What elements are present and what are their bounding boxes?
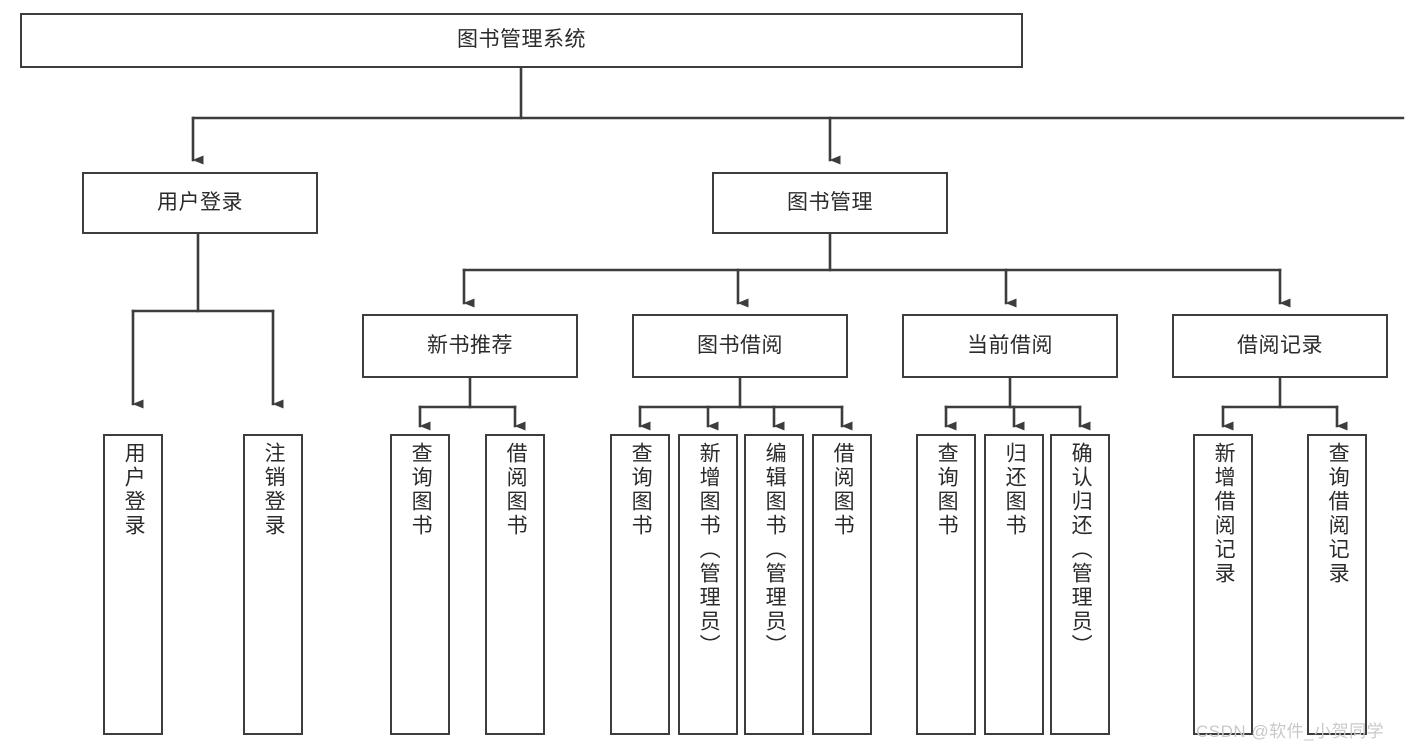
node-leaf-current-borrow-confirm-label: 确认归还（管理员）: [1069, 442, 1093, 658]
node-leaf-current-borrow-confirm[interactable]: 确认归还（管理员）: [1050, 434, 1110, 735]
node-leaf-book-borrow-add[interactable]: 新增图书（管理员）: [678, 434, 738, 735]
node-leaf-current-borrow-query-label: 查询图书: [935, 442, 959, 538]
node-current-borrow-label: 当前借阅: [967, 333, 1053, 357]
node-leaf-book-borrow-query-label: 查询图书: [629, 442, 653, 538]
node-user-login[interactable]: 用户登录: [82, 172, 318, 234]
node-book-borrow-label: 图书借阅: [697, 333, 783, 357]
node-book-management[interactable]: 图书管理: [712, 172, 948, 234]
node-borrow-records[interactable]: 借阅记录: [1172, 314, 1388, 378]
node-leaf-new-book-query[interactable]: 查询图书: [390, 434, 450, 735]
node-book-borrow[interactable]: 图书借阅: [632, 314, 848, 378]
node-leaf-new-book-borrow[interactable]: 借阅图书: [485, 434, 545, 735]
node-leaf-user-login-signout[interactable]: 注销登录: [243, 434, 303, 735]
node-leaf-book-borrow-borrow-label: 借阅图书: [831, 442, 855, 538]
node-leaf-book-borrow-borrow[interactable]: 借阅图书: [812, 434, 872, 735]
node-book-management-label: 图书管理: [787, 190, 873, 214]
node-leaf-book-borrow-edit[interactable]: 编辑图书（管理员）: [744, 434, 804, 735]
node-leaf-user-login-signin-label: 用户登录: [122, 442, 146, 538]
node-leaf-new-book-query-label: 查询图书: [409, 442, 433, 538]
node-leaf-book-borrow-add-label: 新增图书（管理员）: [697, 442, 721, 658]
node-leaf-borrow-records-query[interactable]: 查询借阅记录: [1307, 434, 1367, 735]
node-new-book-recommend[interactable]: 新书推荐: [362, 314, 578, 378]
node-leaf-borrow-records-add[interactable]: 新增借阅记录: [1193, 434, 1253, 735]
node-leaf-new-book-borrow-label: 借阅图书: [504, 442, 528, 538]
node-leaf-current-borrow-query[interactable]: 查询图书: [916, 434, 976, 735]
node-leaf-current-borrow-return[interactable]: 归还图书: [984, 434, 1044, 735]
node-leaf-current-borrow-return-label: 归还图书: [1003, 442, 1027, 538]
node-leaf-book-borrow-query[interactable]: 查询图书: [610, 434, 670, 735]
node-leaf-user-login-signout-label: 注销登录: [262, 442, 286, 538]
node-current-borrow[interactable]: 当前借阅: [902, 314, 1118, 378]
node-leaf-borrow-records-query-label: 查询借阅记录: [1326, 442, 1350, 586]
node-borrow-records-label: 借阅记录: [1237, 333, 1323, 357]
node-leaf-book-borrow-edit-label: 编辑图书（管理员）: [763, 442, 787, 658]
node-new-book-recommend-label: 新书推荐: [427, 333, 513, 357]
node-root-system-label: 图书管理系统: [457, 28, 586, 52]
node-root-system[interactable]: 图书管理系统: [20, 13, 1023, 68]
node-leaf-user-login-signin[interactable]: 用户登录: [103, 434, 163, 735]
node-user-login-label: 用户登录: [157, 190, 243, 214]
node-leaf-borrow-records-add-label: 新增借阅记录: [1212, 442, 1236, 586]
